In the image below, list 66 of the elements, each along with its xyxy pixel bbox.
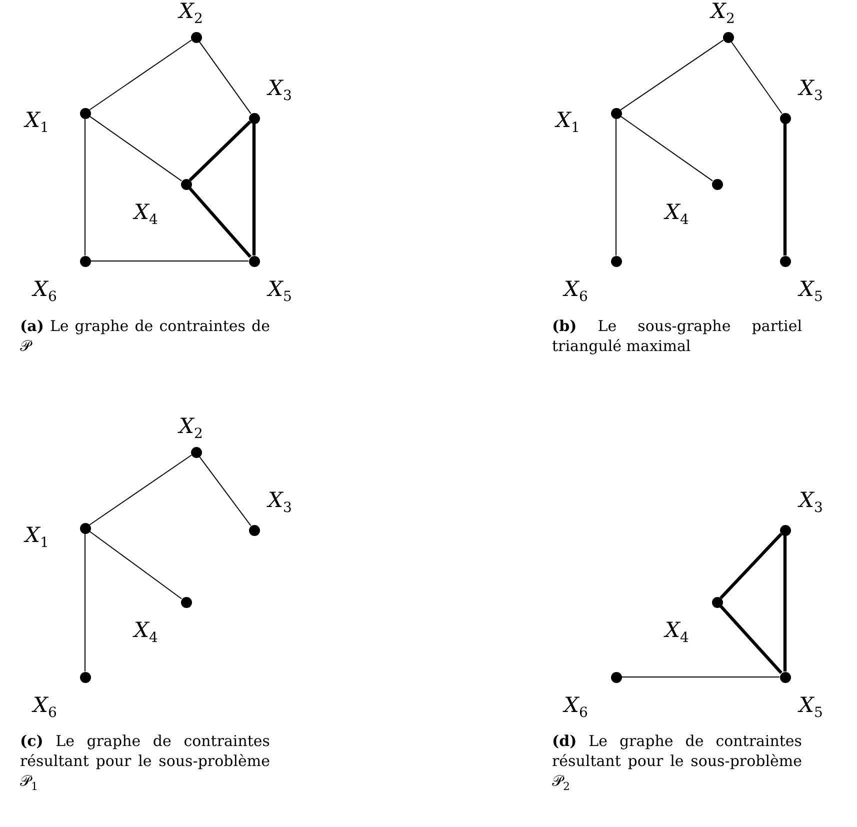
graph-edge — [198, 40, 252, 114]
vertex-dot — [780, 112, 790, 124]
vertex-dot — [610, 672, 622, 682]
vertex-label: X$_{3}$ — [268, 76, 292, 106]
graph-edge — [621, 676, 780, 678]
vertex-dot — [190, 32, 202, 42]
vertex-dot — [180, 178, 192, 190]
vertex-label: X$_{1}$ — [556, 108, 580, 138]
vertex-dot — [248, 256, 260, 266]
vertex-dot — [190, 446, 202, 458]
vertex-label: X$_{5}$ — [799, 693, 823, 723]
vertex-label: X$_{2}$ — [711, 0, 735, 29]
vertex-dot — [80, 522, 90, 534]
vertex-label: X$_{3}$ — [799, 76, 823, 106]
vertex-label: X$_{3}$ — [268, 488, 292, 518]
vertex-dot — [610, 108, 622, 118]
vertex-label: X$_{4}$ — [665, 200, 689, 230]
vertex-dot — [80, 672, 90, 682]
vertex-label: X$_{2}$ — [179, 414, 203, 444]
vertex-label: X$_{6}$ — [33, 693, 57, 723]
graph-edge — [84, 118, 86, 256]
vertex-dot — [610, 256, 622, 266]
vertex-dot — [248, 524, 260, 536]
vertex-label: X$_{4}$ — [134, 618, 158, 648]
graph-edge — [252, 124, 256, 256]
vertex-label: X$_{4}$ — [665, 618, 689, 648]
graph-edge — [620, 116, 713, 182]
vertex-label: X$_{2}$ — [179, 0, 203, 29]
graph-edge — [620, 40, 724, 110]
graph-edge — [720, 605, 782, 674]
graph-edge — [730, 41, 782, 114]
vertex-label: X$_{1}$ — [25, 523, 49, 553]
subfigure-caption: (a) Le graphe de contraintes de 𝒫 — [20, 316, 270, 356]
vertex-dot — [712, 596, 722, 608]
vertex-label: X$_{6}$ — [564, 693, 588, 723]
vertex-dot — [780, 256, 790, 266]
graph-edge — [198, 456, 252, 526]
vertex-label: X$_{4}$ — [134, 200, 158, 230]
graph-edge — [783, 536, 787, 672]
graph-edge — [783, 124, 787, 256]
graph-edge — [89, 454, 192, 526]
graph-edge — [720, 532, 782, 600]
vertex-dot — [722, 32, 734, 42]
vertex-dot — [80, 256, 90, 266]
vertex-dot — [780, 524, 790, 536]
vertex-dot — [180, 596, 192, 608]
graph-edge — [89, 40, 192, 110]
subfigure-caption: (d) Le graphe de contraintes résultant pour le sous-problème 𝒫$_{2}$ — [552, 731, 802, 795]
vertex-label: X$_{5}$ — [799, 277, 823, 307]
graph-edge — [88, 530, 182, 600]
subfigure-caption: (b) Le sous-graphe partiel triangulé maximal — [552, 316, 802, 356]
vertex-label: X$_{6}$ — [564, 277, 588, 307]
vertex-label: X$_{5}$ — [268, 277, 292, 307]
graph-edge — [90, 260, 249, 262]
vertex-label: X$_{6}$ — [33, 277, 57, 307]
vertex-dot — [248, 112, 260, 124]
graph-edge — [188, 187, 252, 258]
graph-edge — [89, 116, 182, 182]
vertex-label: X$_{3}$ — [799, 488, 823, 518]
vertex-label: X$_{1}$ — [25, 108, 49, 138]
graph-edge — [84, 533, 86, 672]
vertex-dot — [780, 672, 790, 682]
vertex-dot — [80, 108, 90, 118]
graph-edge — [188, 120, 252, 182]
subfigure-caption: (c) Le graphe de contraintes résultant pour le sous-problème 𝒫$_{1}$ — [20, 731, 270, 795]
vertex-dot — [712, 178, 722, 190]
